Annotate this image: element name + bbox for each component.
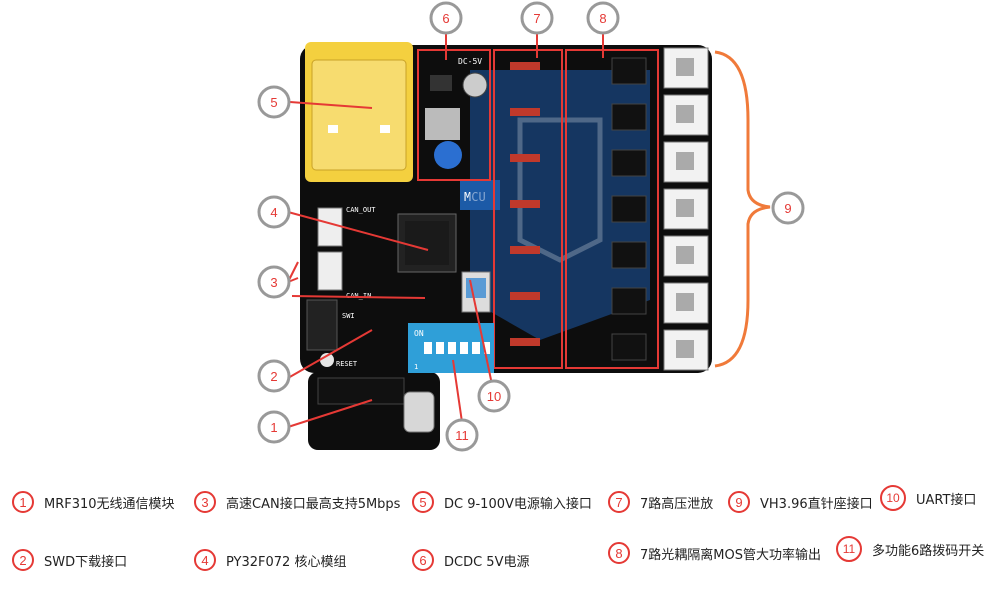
can-in-silk: CAN_IN — [346, 292, 371, 300]
antenna-crystal — [403, 391, 435, 433]
callout-lines — [287, 32, 604, 428]
swd-header — [306, 299, 338, 351]
legend-text: SWD下载接口 — [44, 554, 128, 570]
legend-text: PY32F072 核心模组 — [226, 554, 347, 570]
reset-silk: RESET — [336, 360, 358, 368]
legend-text: 多功能6路拨码开关 — [872, 543, 985, 559]
legend-num: 10 — [880, 485, 906, 511]
legend-num: 4 — [194, 549, 216, 571]
callout-9: 9 — [784, 201, 791, 216]
legend-num: 1 — [12, 491, 34, 513]
logo-watermark — [470, 70, 650, 340]
reset-button — [320, 353, 334, 367]
capacitor — [434, 141, 462, 169]
dip-on-silk: ON — [414, 329, 424, 338]
dip-keys — [424, 342, 490, 354]
legend-item-2: 2 SWD下载接口 — [12, 546, 127, 574]
mos-output-region — [565, 49, 659, 369]
discharge-parts — [510, 62, 540, 346]
pcb-diagram: MCU DC-5V — [257, 1, 805, 452]
dip-one-silk: 1 — [414, 363, 418, 371]
legend-num: 5 — [412, 491, 434, 513]
legend-num: 2 — [12, 549, 34, 571]
legend-item-10: 10 UART接口 — [880, 484, 976, 512]
legend-item-5: 5 DC 9-100V电源输入接口 — [412, 488, 592, 516]
legend-item-6: 6 DCDC 5V电源 — [412, 546, 529, 574]
legend-num: 8 — [608, 542, 630, 564]
legend-item-9: 9 VH3.96直针座接口 — [728, 488, 873, 516]
legend-num: 7 — [608, 491, 630, 513]
legend-text: 7路光耦隔离MOS管大功率输出 — [640, 547, 821, 563]
wireless-chip-area — [317, 377, 405, 405]
legend-item-1: 1 MRF310无线通信模块 — [12, 488, 175, 516]
callout-6: 6 — [442, 11, 449, 26]
legend-text: 7路高压泄放 — [640, 496, 714, 512]
legend-num: 9 — [728, 491, 750, 513]
legend-item-7: 7 7路高压泄放 — [608, 488, 713, 516]
legend-item-8: 8 7路光耦隔离MOS管大功率输出 — [608, 539, 821, 567]
callout-4: 4 — [270, 205, 277, 220]
legend-item-4: 4 PY32F072 核心模组 — [194, 546, 346, 574]
legend-num: 3 — [194, 491, 216, 513]
callout-10: 10 — [487, 389, 501, 404]
legend-text: DC 9-100V电源输入接口 — [444, 496, 592, 512]
dcdc-region — [417, 49, 491, 181]
legend-num: 6 — [412, 549, 434, 571]
callout-markers — [257, 1, 805, 452]
legend-text: DCDC 5V电源 — [444, 554, 530, 570]
callout-1: 1 — [270, 420, 277, 435]
inductor — [425, 108, 460, 140]
legend-item-3: 3 高速CAN接口最高支持5Mbps — [194, 488, 400, 516]
callout-labels: 1 2 3 4 5 6 7 8 9 10 11 — [270, 11, 791, 443]
callout-11: 11 — [455, 428, 469, 443]
can-in-connector — [317, 251, 343, 291]
can-out-silk: CAN_OUT — [346, 206, 376, 214]
legend-text: MRF310无线通信模块 — [44, 496, 175, 512]
legend-num: 11 — [836, 536, 862, 562]
legend-text: 高速CAN接口最高支持5Mbps — [226, 496, 401, 512]
hv-discharge-region — [493, 49, 563, 369]
legend-text: UART接口 — [916, 492, 977, 508]
mos-chips — [611, 57, 647, 361]
dc-silk: DC-5V — [458, 57, 482, 66]
callout-7: 7 — [533, 11, 540, 26]
sw-silk: SWI — [342, 312, 355, 320]
callout-2: 2 — [270, 369, 277, 384]
callout-8: 8 — [599, 11, 606, 26]
can-out-connector — [317, 207, 343, 247]
callout-3: 3 — [270, 275, 277, 290]
legend-item-11: 11 多功能6路拨码开关 — [836, 535, 984, 563]
vh396-terminals — [663, 47, 709, 371]
callout-5: 5 — [270, 95, 277, 110]
legend-text: VH3.96直针座接口 — [760, 496, 873, 512]
terminal-brace — [714, 50, 771, 368]
